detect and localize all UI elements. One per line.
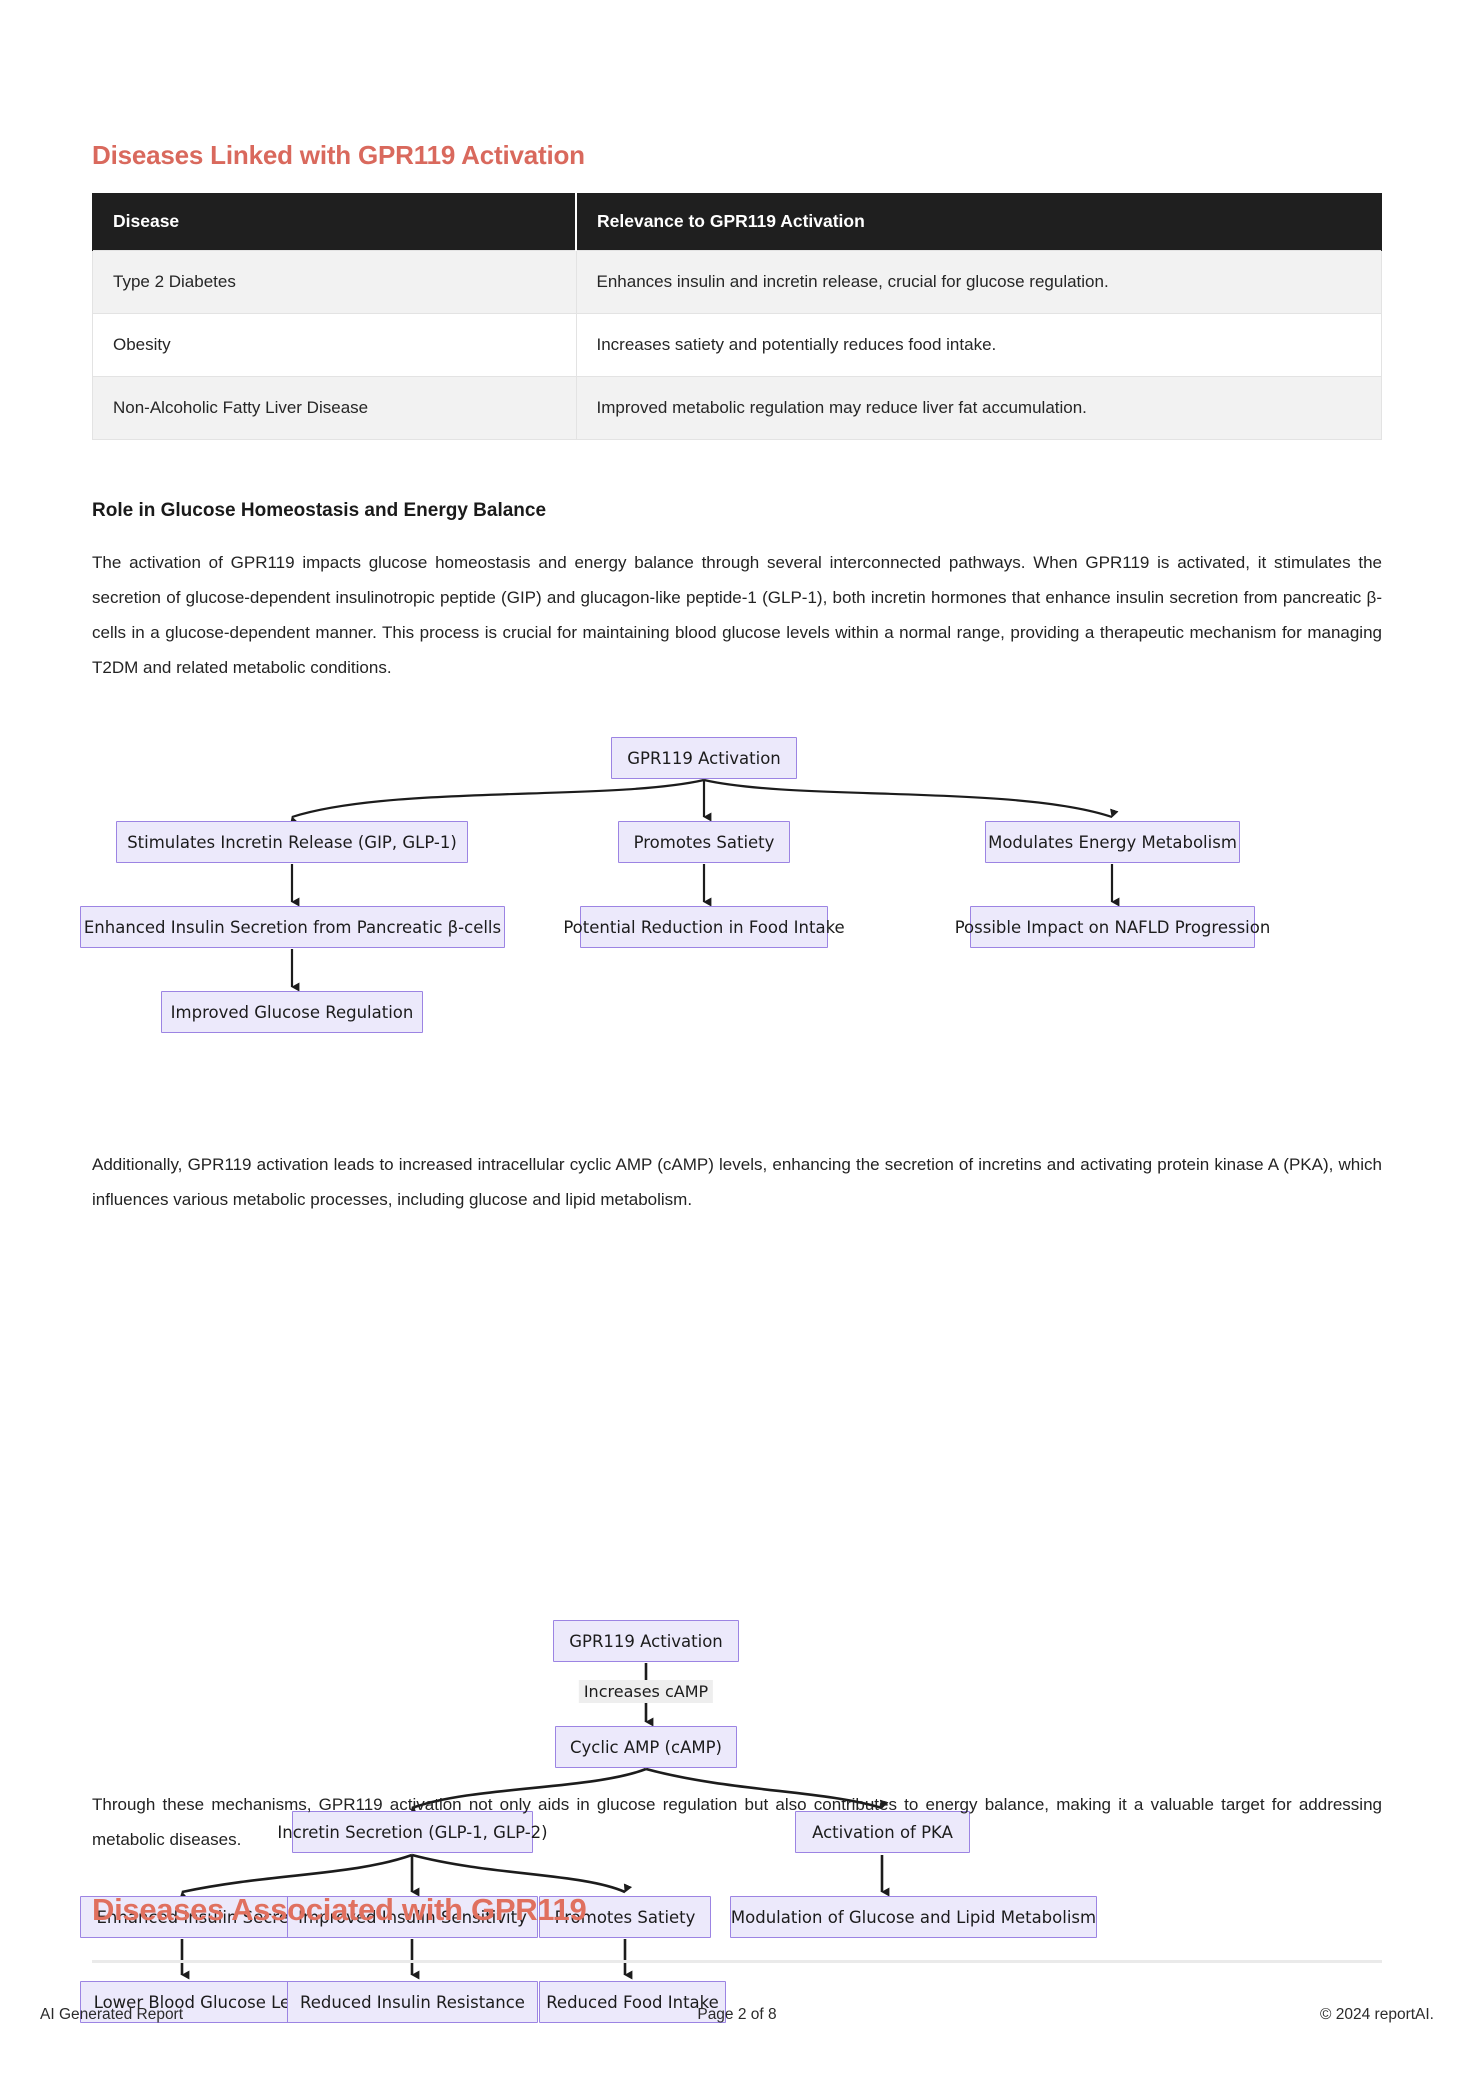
flow2-node-cyclic-amp: Cyclic AMP (cAMP) [555, 1726, 737, 1768]
closing-heading-block: Diseases Associated with GPR119 [92, 1892, 1382, 1928]
page-title: Diseases Linked with GPR119 Activation [92, 140, 585, 170]
flow2-node-modulation-metabolism: Modulation of Glucose and Lipid Metaboli… [730, 1896, 1097, 1938]
flowchart-2-edges [179, 1663, 890, 1980]
flow1-node-root: GPR119 Activation [611, 737, 797, 779]
flow2-node-root: GPR119 Activation [553, 1620, 739, 1662]
flow1-node-food-intake-reduction: Potential Reduction in Food Intake [563, 906, 845, 948]
closing-section-title: Diseases Associated with GPR119 [92, 1892, 587, 1927]
middle-paragraph: Additionally, GPR119 activation leads to… [92, 1155, 1382, 1209]
flow2-node-activation-pka: Activation of PKA [795, 1811, 970, 1853]
flowchart-camp-pathway: GPR119 Activation Increases cAMP Cyclic … [80, 1620, 1382, 2084]
table-header-relevance: Relevance to GPR119 Activation [575, 193, 1382, 251]
flowchart-1-edges [289, 778, 1120, 992]
flowchart-glucose-homeostasis: GPR119 Activation Stimulates Incretin Re… [80, 737, 1382, 1117]
flow2-node-incretin-secretion: Incretin Secretion (GLP-1, GLP-2) [277, 1811, 548, 1853]
flow1-node-promotes-satiety: Promotes Satiety [618, 821, 790, 863]
cell-relevance: Improved metabolic regulation may reduce… [575, 376, 1382, 440]
table-row: Type 2 Diabetes Enhances insulin and inc… [92, 250, 1382, 314]
flow1-node-incretin-release: Stimulates Incretin Release (GIP, GLP-1) [116, 821, 468, 863]
table-row: Obesity Increases satiety and potentiall… [92, 313, 1382, 377]
footer-copyright: © 2024 reportAI. [1320, 2006, 1434, 2023]
flow2-node-reduced-insulin-resistance: Reduced Insulin Resistance [287, 1981, 538, 2023]
flow1-node-nafld-progression: Possible Impact on NAFLD Progression [955, 906, 1270, 948]
subsection-heading-block: Role in Glucose Homeostasis and Energy B… [92, 500, 1382, 522]
cell-disease: Non-Alcoholic Fatty Liver Disease [92, 376, 577, 440]
diseases-table: Disease Relevance to GPR119 Activation T… [92, 193, 1382, 440]
cell-disease: Type 2 Diabetes [92, 250, 577, 314]
diseases-table-wrapper: Disease Relevance to GPR119 Activation T… [92, 193, 1382, 440]
footer-divider [92, 1960, 1382, 1963]
table-header-row: Disease Relevance to GPR119 Activation [92, 193, 1382, 251]
flow2-node-improved-insulin-sensitivity: Improved Insulin Sensitivity [287, 1896, 538, 1938]
footer-left-label: AI Generated Report [40, 2006, 184, 2023]
subsection-title: Role in Glucose Homeostasis and Energy B… [92, 500, 547, 521]
table-row: Non-Alcoholic Fatty Liver Disease Improv… [92, 376, 1382, 440]
flow1-node-improved-glucose-regulation: Improved Glucose Regulation [161, 991, 423, 1033]
cell-relevance: Increases satiety and potentially reduce… [575, 313, 1382, 377]
flow2-edge-label-increases-camp: Increases cAMP [578, 1680, 714, 1703]
closing-paragraph-block: Through these mechanisms, GPR119 activat… [92, 1788, 1382, 1858]
flow2-node-promotes-satiety: Promotes Satiety [539, 1896, 711, 1938]
closing-paragraph: Through these mechanisms, GPR119 activat… [92, 1795, 1382, 1849]
flow1-node-enhanced-insulin-secretion: Enhanced Insulin Secretion from Pancreat… [80, 906, 505, 948]
section-heading-block: Diseases Linked with GPR119 Activation [92, 140, 1382, 171]
middle-paragraph-block: Additionally, GPR119 activation leads to… [92, 1148, 1382, 1218]
flow1-node-energy-metabolism: Modulates Energy Metabolism [985, 821, 1240, 863]
page-footer: AI Generated Report Page 2 of 8 © 2024 r… [40, 2006, 1434, 2024]
footer-page-number: Page 2 of 8 [697, 2006, 777, 2023]
flow2-node-reduced-food-intake: Reduced Food Intake [539, 1981, 726, 2023]
cell-disease: Obesity [92, 313, 577, 377]
cell-relevance: Enhances insulin and incretin release, c… [575, 250, 1382, 314]
intro-paragraph: The activation of GPR119 impacts glucose… [92, 553, 1382, 677]
table-header-disease: Disease [92, 193, 577, 251]
intro-paragraph-block: The activation of GPR119 impacts glucose… [92, 546, 1382, 685]
